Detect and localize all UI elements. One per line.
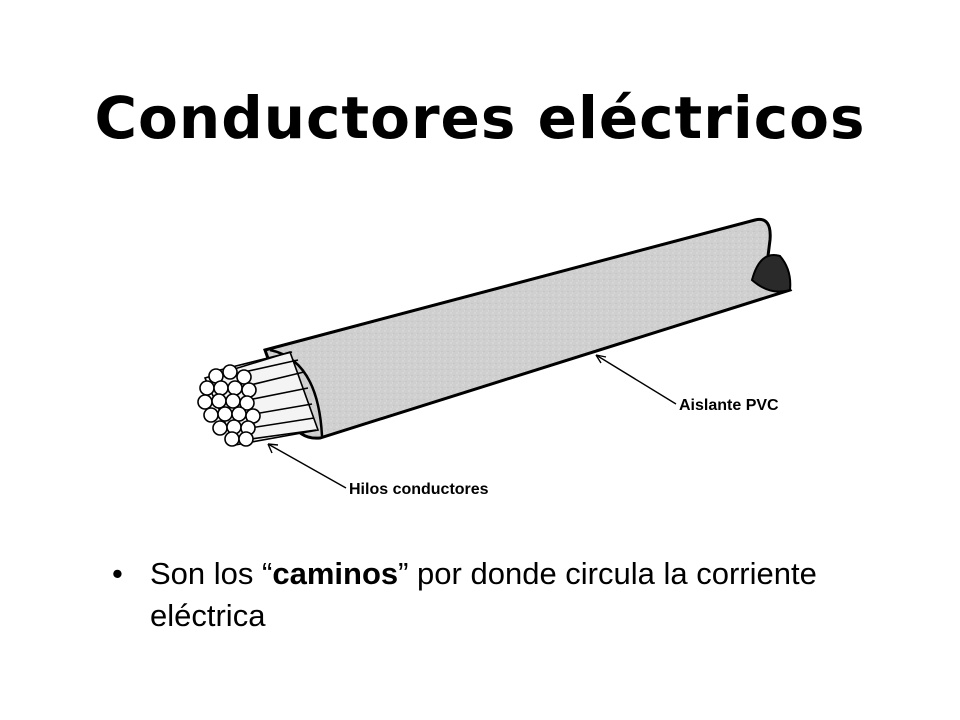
leader-strands xyxy=(267,443,347,489)
bullet-marker: • xyxy=(112,556,123,591)
insulation-lip xyxy=(269,348,324,437)
conductor-strands xyxy=(197,351,320,447)
bullet-text-end: ” por donde circula la corriente eléctri… xyxy=(150,556,817,633)
leader-insulation xyxy=(595,354,677,405)
bullet-item: • Son los “caminos” por donde circula la… xyxy=(110,553,870,637)
slide-title: Conductores eléctricos xyxy=(94,84,866,152)
cable-end-opening xyxy=(750,254,792,293)
bullet-text-start: Son los “ xyxy=(150,556,273,591)
bullet-list: • Son los “caminos” por donde circula la… xyxy=(110,553,870,637)
label-insulation: Aislante PVC xyxy=(679,397,779,414)
bullet-emphasis: caminos xyxy=(272,556,399,591)
label-strands: Hilos conductores xyxy=(349,481,489,498)
